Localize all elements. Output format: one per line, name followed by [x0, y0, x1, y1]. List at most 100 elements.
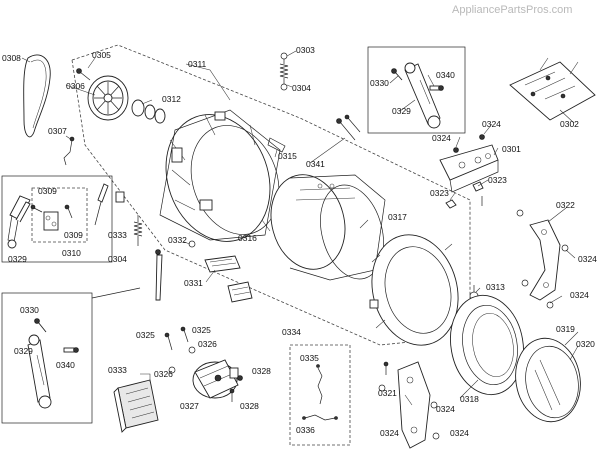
label-0328-b: 0328: [240, 401, 259, 411]
top-bracket-plate: [509, 57, 596, 121]
shock-absorber-bottom: [27, 334, 52, 409]
spring-left-0304: [133, 215, 143, 246]
label-0313: 0313: [486, 282, 505, 292]
label-0324-r4: 0324: [570, 290, 589, 300]
label-0326-b: 0326: [154, 369, 173, 379]
shock-absorber-top: [404, 62, 441, 129]
label-0341: 0341: [306, 159, 325, 169]
bracket-subgroup-outline: [31, 187, 88, 243]
right-counterweight-bracket: [529, 219, 561, 301]
label-0327: 0327: [180, 401, 199, 411]
label-0333-top: 0333: [108, 230, 127, 240]
label-0312: 0312: [162, 94, 181, 104]
label-0328-a: 0328: [252, 366, 271, 376]
bolt-0328-b: [229, 388, 235, 402]
shock-absorber-box-bottom: [1, 292, 93, 424]
label-0336: 0336: [296, 425, 315, 435]
bolt-0325-b: [180, 326, 189, 343]
wire-harness-box: [289, 344, 351, 446]
label-0324-r2: 0324: [578, 254, 597, 264]
wire-0336: [302, 414, 338, 421]
label-0325-b: 0325: [192, 325, 211, 335]
screw-0309-b: [64, 204, 73, 219]
pin-0340-bottom: [63, 347, 79, 353]
nut-0324-b1: [378, 384, 386, 392]
label-0340-bottom: 0340: [56, 360, 75, 370]
bolt-0330-top: [391, 68, 403, 81]
label-0329-left: 0329: [8, 254, 27, 264]
label-0335: 0335: [300, 353, 319, 363]
washer-0332: [188, 240, 196, 248]
label-0317: 0317: [388, 212, 407, 222]
inner-drum: [270, 174, 386, 281]
hose-clamp: [267, 137, 286, 153]
watermark: AppliancePartsPros.com: [452, 4, 572, 16]
label-0322: 0322: [556, 200, 575, 210]
label-0332: 0332: [168, 235, 187, 245]
label-0324-b2: 0324: [436, 404, 455, 414]
label-0306: 0306: [66, 81, 85, 91]
spring-top-0303: [279, 52, 289, 91]
label-0325-a: 0325: [136, 330, 155, 340]
label-0302: 0302: [560, 119, 579, 129]
label-0320: 0320: [576, 339, 595, 349]
bearing-seal: [131, 99, 166, 124]
bolt-0324-b4: [383, 361, 389, 375]
part-labels: 0308 0305 0306 0311 0312 0303 0304 0330 …: [2, 45, 597, 438]
screw-0341: [336, 114, 361, 141]
label-0330-bottom: 0330: [20, 305, 39, 315]
bolt-0324-a: [453, 147, 459, 153]
label-0326-a: 0326: [198, 339, 217, 349]
label-0316: 0316: [238, 233, 257, 243]
label-0304: 0304: [292, 83, 311, 93]
drum-pulley: [87, 75, 129, 121]
label-0311: 0311: [188, 59, 207, 69]
screw-0309-a: [30, 204, 43, 213]
nut-0324-r2: [561, 244, 569, 252]
motor-control-module: [113, 379, 159, 433]
bolt-0328-a: [237, 375, 243, 381]
washer-0323-b: [472, 181, 484, 192]
heater-0331: [204, 255, 241, 273]
door-gasket: [450, 294, 524, 396]
label-0304-left: 0304: [108, 254, 127, 264]
label-0307: 0307: [48, 126, 67, 136]
shock-rod-0304: [155, 249, 163, 301]
label-0331: 0331: [184, 278, 203, 288]
counterweight-top: [439, 144, 499, 193]
left-damper-box: [1, 175, 113, 263]
label-0319: 0319: [556, 324, 575, 334]
door-seal-ring: [515, 337, 581, 423]
nut-0324-r3: [521, 279, 529, 287]
rear-tub: [159, 109, 281, 242]
label-0330: 0330: [370, 78, 389, 88]
washer-0323-a: [445, 199, 457, 209]
label-0334: 0334: [282, 327, 301, 337]
label-0323-a: 0323: [430, 188, 449, 198]
bolt-0325-a: [164, 332, 173, 351]
drive-belt: [23, 54, 51, 138]
label-0301: 0301: [502, 144, 521, 154]
label-0308: 0308: [2, 53, 21, 63]
damper-left: [7, 195, 31, 249]
nut-0324-b2: [430, 401, 438, 409]
label-0340: 0340: [436, 70, 455, 80]
label-0303: 0303: [296, 45, 315, 55]
bolt-0324-b: [479, 134, 485, 140]
door-glass: [525, 345, 579, 419]
label-0305: 0305: [92, 50, 111, 60]
label-0324-b1: 0324: [380, 428, 399, 438]
nut-0324-r1: [516, 209, 524, 217]
ground-wire: [63, 136, 75, 166]
small-bracket: [115, 191, 125, 203]
nut-0324-r4: [546, 301, 554, 309]
callout-line: [91, 287, 141, 299]
label-0324-b3: 0324: [450, 428, 469, 438]
pulley-bolt: [76, 68, 91, 81]
label-0309-a: 0309: [38, 186, 57, 196]
sensor-block: [227, 281, 253, 303]
label-0315: 0315: [278, 151, 297, 161]
shock-absorber-box-top: [367, 46, 466, 134]
